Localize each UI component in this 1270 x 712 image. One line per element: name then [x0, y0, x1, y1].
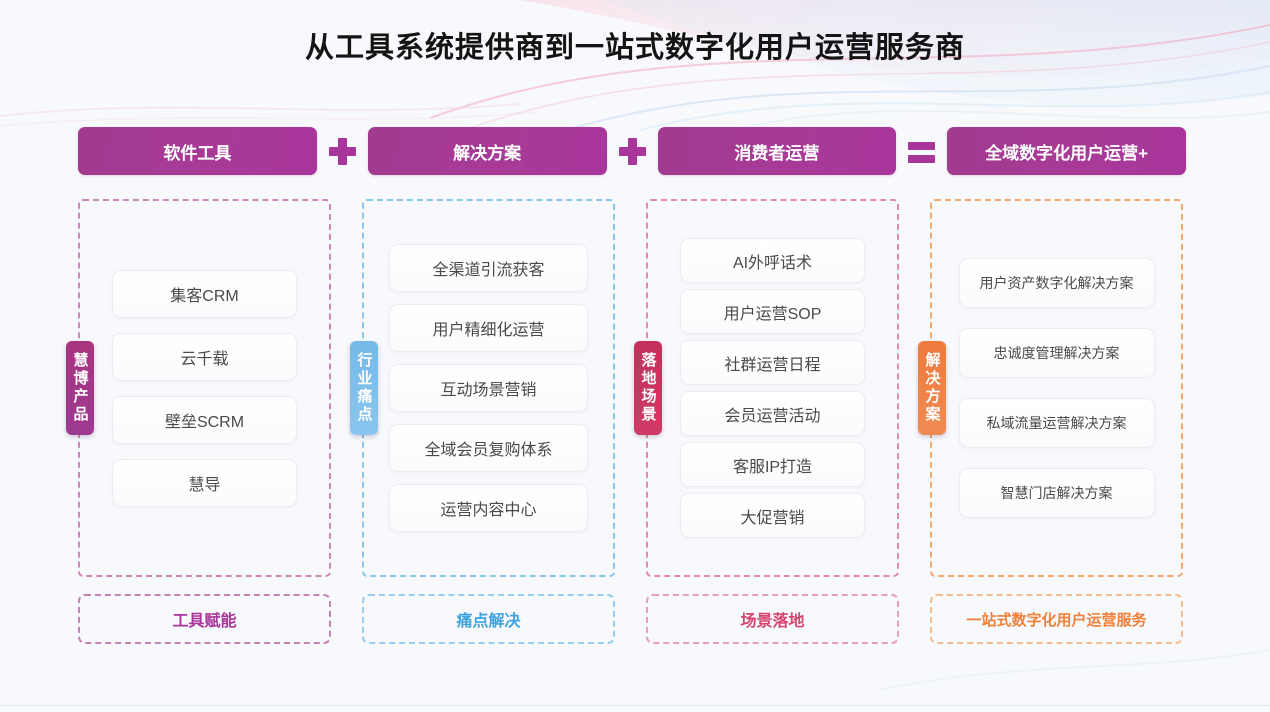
footer-pain-point-resolution[interactable]: 痛点解决 — [362, 594, 615, 644]
list-item[interactable]: 忠诚度管理解决方案 — [958, 328, 1155, 378]
list-item[interactable]: 社群运营日程 — [680, 340, 865, 385]
list-item[interactable]: 智慧门店解决方案 — [958, 468, 1155, 518]
header-pill-solutions[interactable]: 解决方案 — [367, 127, 607, 175]
list-item[interactable]: 用户运营SOP — [680, 289, 865, 334]
header-pill-consumer-operations[interactable]: 消费者运营 — [657, 127, 897, 175]
list-item[interactable]: 慧导 — [112, 458, 297, 507]
list-item[interactable]: 运营内容中心 — [389, 484, 588, 532]
footer-scenario-landing[interactable]: 场景落地 — [646, 594, 899, 644]
header-pill-software-tools[interactable]: 软件工具 — [78, 127, 317, 175]
column-items-industry-pain-points: 全渠道引流获客 用户精细化运营 互动场景营销 全域会员复购体系 运营内容中心 — [364, 244, 613, 532]
footer-one-stop-service[interactable]: 一站式数字化用户运营服务 — [930, 594, 1183, 644]
column-tab-solutions[interactable]: 解决方案 — [918, 341, 946, 435]
list-item[interactable]: 集客CRM — [112, 269, 297, 318]
column-items-solutions: 用户资产数字化解决方案 忠诚度管理解决方案 私域流量运营解决方案 智慧门店解决方… — [932, 258, 1181, 518]
column-landing-scenarios: 落地场景 AI外呼话术 用户运营SOP 社群运营日程 会员运营活动 客服IP打造… — [634, 199, 899, 577]
column-items-huibo-products: 集客CRM 云千载 壁垒SCRM 慧导 — [80, 269, 329, 507]
footer-outcomes-row: 工具赋能 痛点解决 场景落地 一站式数字化用户运营服务 — [78, 594, 1186, 644]
plus-icon-2 — [618, 137, 646, 165]
footer-tool-empowerment[interactable]: 工具赋能 — [78, 594, 331, 644]
column-solutions: 解决方案 用户资产数字化解决方案 忠诚度管理解决方案 私域流量运营解决方案 智慧… — [918, 199, 1183, 577]
column-huibo-products: 慧博产品 集客CRM 云千载 壁垒SCRM 慧导 — [66, 199, 331, 577]
list-item[interactable]: 互动场景营销 — [389, 364, 588, 412]
equals-icon — [908, 138, 936, 165]
list-item[interactable]: 用户资产数字化解决方案 — [958, 258, 1155, 308]
list-item[interactable]: 壁垒SCRM — [112, 395, 297, 444]
header-formula-row: 软件工具 解决方案 消费者运营 全域数字化用户运营+ — [78, 127, 1186, 175]
column-industry-pain-points: 行业痛点 全渠道引流获客 用户精细化运营 互动场景营销 全域会员复购体系 运营内… — [350, 199, 615, 577]
column-tab-landing-scenarios[interactable]: 落地场景 — [634, 341, 662, 435]
list-item[interactable]: 云千载 — [112, 332, 297, 381]
list-item[interactable]: 会员运营活动 — [680, 391, 865, 436]
bottom-divider — [0, 705, 1270, 706]
list-item[interactable]: 客服IP打造 — [680, 442, 865, 487]
column-tab-huibo-products[interactable]: 慧博产品 — [66, 341, 94, 435]
list-item[interactable]: 用户精细化运营 — [389, 304, 588, 352]
list-item[interactable]: AI外呼话术 — [680, 238, 865, 283]
list-item[interactable]: 大促营销 — [680, 493, 865, 538]
column-items-landing-scenarios: AI外呼话术 用户运营SOP 社群运营日程 会员运营活动 客服IP打造 大促营销 — [648, 238, 897, 538]
column-tab-industry-pain-points[interactable]: 行业痛点 — [350, 341, 378, 435]
plus-icon-1 — [328, 137, 356, 165]
list-item[interactable]: 全域会员复购体系 — [389, 424, 588, 472]
list-item[interactable]: 全渠道引流获客 — [389, 244, 588, 292]
page-title: 从工具系统提供商到一站式数字化用户运营服务商 — [304, 32, 965, 64]
columns-container: 慧博产品 集客CRM 云千载 壁垒SCRM 慧导 行业痛点 全渠道引流获客 用户… — [66, 199, 1186, 577]
header-pill-omni-digital-user-ops[interactable]: 全域数字化用户运营+ — [947, 127, 1186, 175]
list-item[interactable]: 私域流量运营解决方案 — [958, 398, 1155, 448]
